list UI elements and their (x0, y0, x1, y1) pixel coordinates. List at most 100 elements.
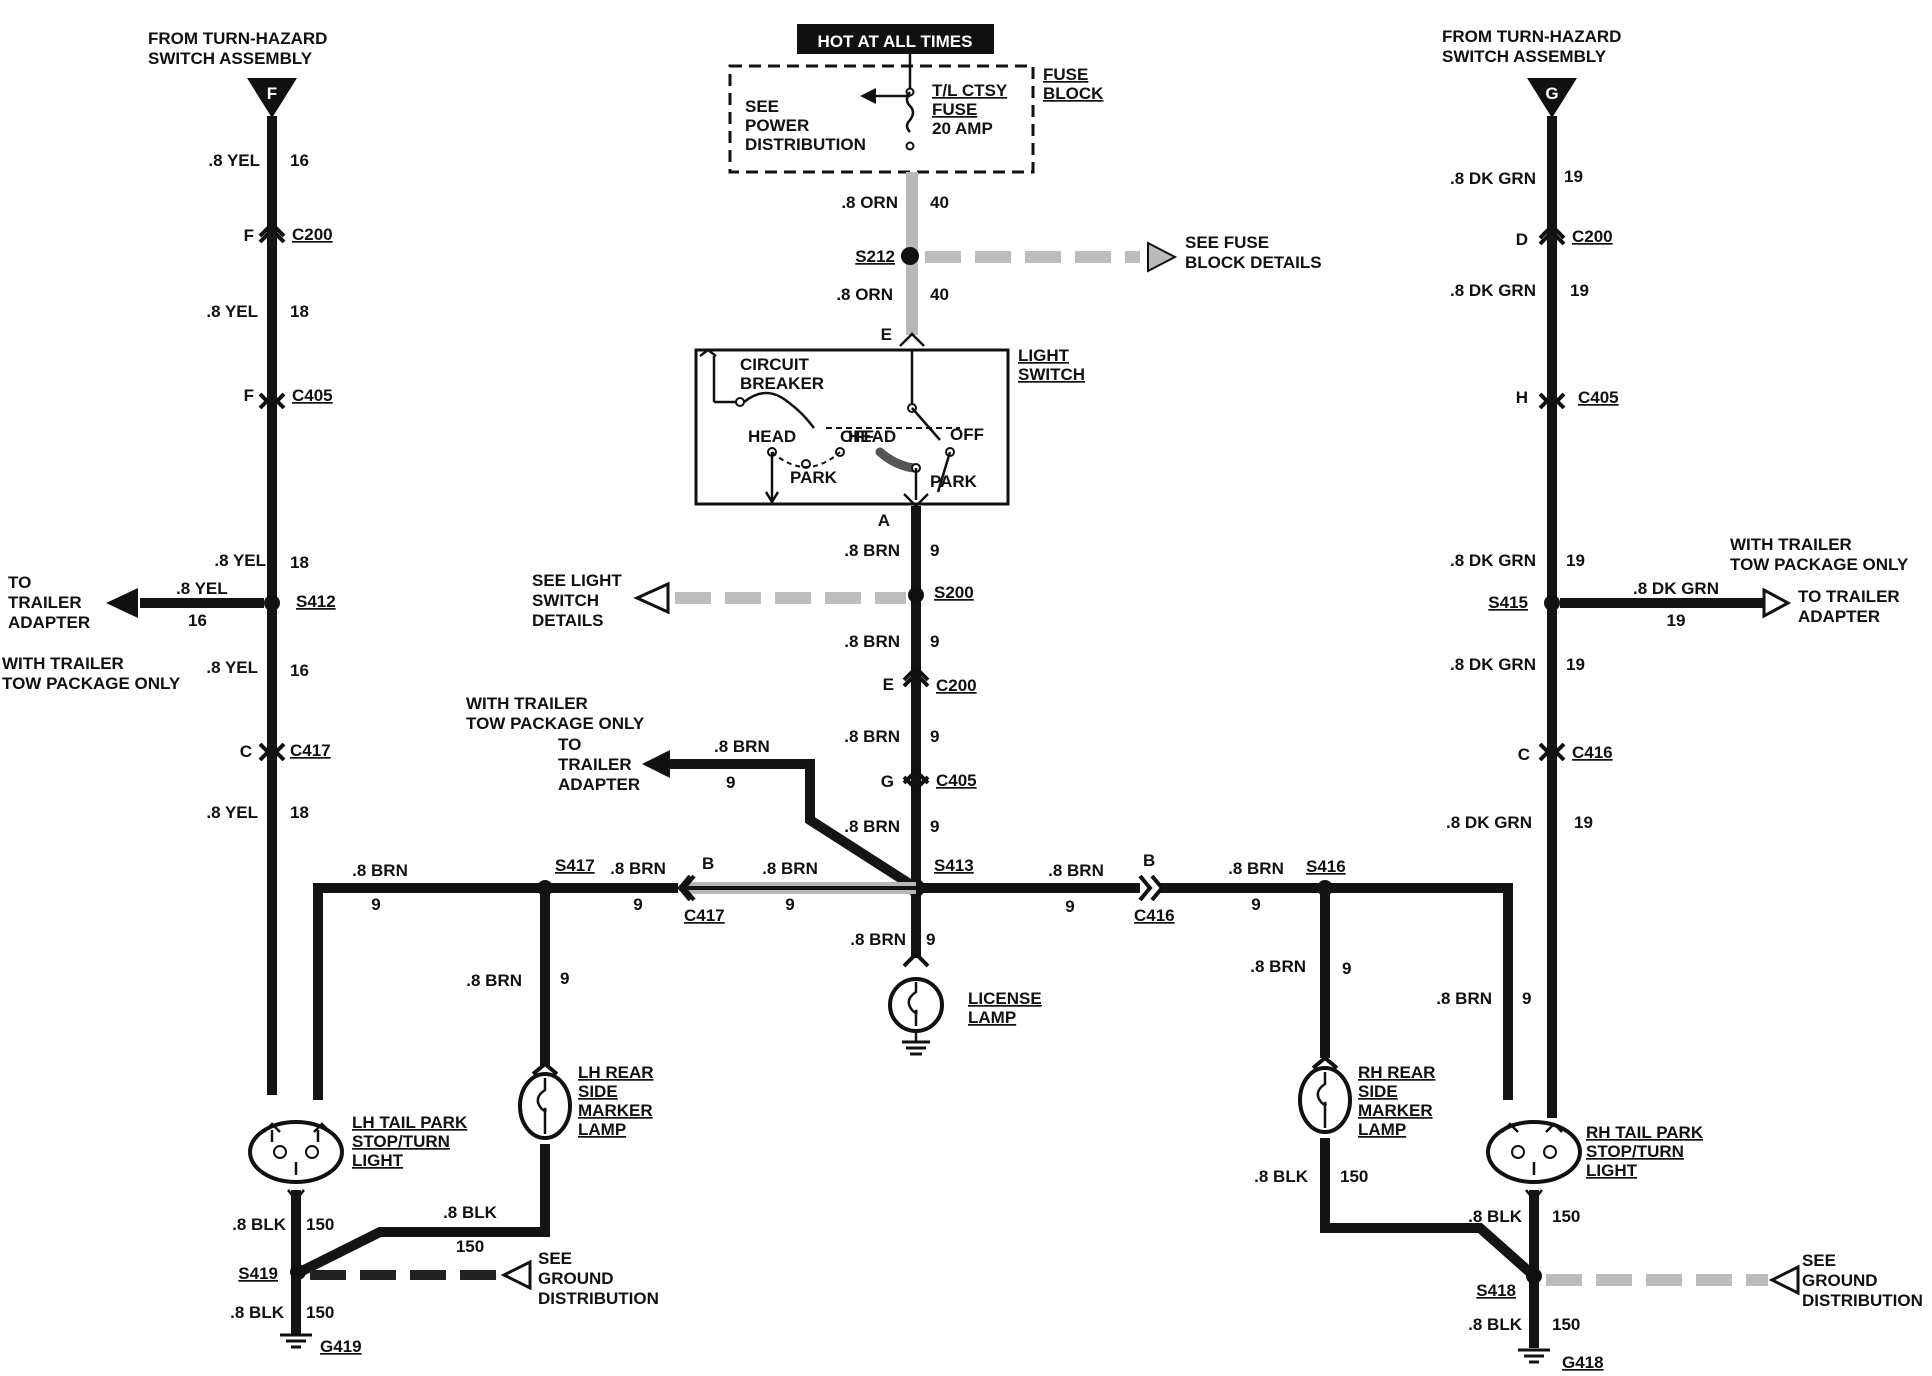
svg-text:.8 BRN: .8 BRN (1250, 957, 1306, 976)
svg-text:9: 9 (926, 930, 935, 949)
ground-right-1[interactable]: SEE (1802, 1251, 1836, 1270)
splice-s419 (290, 1264, 306, 1280)
svg-text:.8 BRN: .8 BRN (352, 861, 408, 880)
trailer-left-2: TRAILER (8, 593, 82, 612)
svg-text:SIDE: SIDE (1358, 1082, 1398, 1101)
svg-text:C: C (240, 742, 252, 761)
svg-text:S412: S412 (296, 592, 336, 611)
svg-text:LH TAIL PARK: LH TAIL PARK (352, 1113, 468, 1132)
svg-text:19: 19 (1667, 611, 1686, 630)
ground-right-2[interactable]: GROUND (1802, 1271, 1878, 1290)
fuse-label-3: 20 AMP (932, 119, 993, 138)
svg-text:C405: C405 (936, 771, 977, 790)
turn-hazard-left-2: SWITCH ASSEMBLY (148, 49, 313, 68)
svg-text:9: 9 (930, 817, 939, 836)
svg-text:LH REAR: LH REAR (578, 1063, 654, 1082)
trailer-right-2: ADAPTER (1798, 607, 1880, 626)
ground-left-3[interactable]: DISTRIBUTION (538, 1289, 659, 1308)
svg-text:.8 DK GRN: .8 DK GRN (1450, 169, 1536, 188)
svg-text:18: 18 (290, 302, 309, 321)
switch-details-2[interactable]: SWITCH (532, 591, 599, 610)
svg-text:RH REAR: RH REAR (1358, 1063, 1435, 1082)
power-distribution-2[interactable]: POWER (745, 116, 809, 135)
license-lamp-label-1: LICENSE (968, 989, 1042, 1008)
svg-text:TRAILER: TRAILER (558, 755, 632, 774)
power-distribution-1[interactable]: SEE (745, 97, 779, 116)
svg-text:LAMP: LAMP (578, 1120, 626, 1139)
svg-text:19: 19 (1570, 281, 1589, 300)
svg-text:19: 19 (1564, 167, 1583, 186)
switch-contact (875, 447, 919, 473)
fuse-details-1[interactable]: SEE FUSE (1185, 233, 1269, 252)
svg-text:19: 19 (1566, 551, 1585, 570)
svg-text:MARKER: MARKER (578, 1101, 653, 1120)
hot-banner: HOT AT ALL TIMES (818, 32, 973, 51)
lh-marker-lamp-icon (518, 1072, 572, 1140)
svg-text:19: 19 (1574, 813, 1593, 832)
c405-connector-center (902, 775, 930, 792)
svg-text:150: 150 (1552, 1207, 1580, 1226)
switch-details-3[interactable]: DETAILS (532, 611, 603, 630)
fuse-block-label-2: BLOCK (1043, 84, 1104, 103)
connector-g-triangle (1527, 78, 1577, 118)
svg-text:SIDE: SIDE (578, 1082, 618, 1101)
ground-left-2[interactable]: GROUND (538, 1269, 614, 1288)
svg-text:.8 BRN: .8 BRN (1228, 859, 1284, 878)
svg-text:150: 150 (1340, 1167, 1368, 1186)
svg-text:.8 BLK: .8 BLK (232, 1215, 287, 1234)
svg-text:.8 BLK: .8 BLK (1254, 1167, 1309, 1186)
svg-text:S419: S419 (238, 1264, 278, 1283)
arrow-left-icon (633, 581, 670, 615)
svg-text:G: G (1545, 84, 1558, 103)
svg-text:TOW PACKAGE ONLY: TOW PACKAGE ONLY (2, 674, 181, 693)
brn-lh-tail (313, 883, 545, 1100)
svg-text:RH TAIL PARK: RH TAIL PARK (1586, 1123, 1704, 1142)
svg-text:9: 9 (930, 541, 939, 560)
fuse-details-2[interactable]: BLOCK DETAILS (1185, 253, 1322, 272)
ground-left-1[interactable]: SEE (538, 1249, 572, 1268)
light-switch-title-1: LIGHT (1018, 346, 1070, 365)
switch-details-1[interactable]: SEE LIGHT (532, 571, 622, 590)
svg-text:9: 9 (785, 895, 794, 914)
svg-text:9: 9 (633, 895, 642, 914)
svg-text:9: 9 (930, 632, 939, 651)
svg-text:150: 150 (1552, 1315, 1580, 1334)
fuse-block-box (728, 64, 1035, 174)
svg-text:G: G (881, 772, 894, 791)
c200-connector-center (902, 671, 930, 688)
svg-text:C200: C200 (936, 676, 977, 695)
light-switch-title-2: SWITCH (1018, 365, 1085, 384)
svg-text:C416: C416 (1134, 906, 1175, 925)
splice-s200 (908, 587, 924, 603)
svg-text:9: 9 (726, 773, 735, 792)
svg-text:.8 BLK: .8 BLK (1468, 1207, 1523, 1226)
c417-connector-left (258, 742, 286, 759)
license-lamp-label-2: LAMP (968, 1008, 1016, 1027)
rh-marker-lamp-icon (1298, 1066, 1352, 1134)
svg-text:.8 BRN: .8 BRN (1048, 861, 1104, 880)
svg-text:C: C (1518, 745, 1530, 764)
svg-text:MARKER: MARKER (1358, 1101, 1433, 1120)
svg-text:S417: S417 (555, 856, 595, 875)
svg-text:C416: C416 (1572, 743, 1613, 762)
svg-text:H: H (1516, 388, 1528, 407)
arrow-left-icon (642, 750, 670, 778)
svg-text:9: 9 (371, 895, 380, 914)
svg-text:E: E (881, 325, 892, 344)
svg-text:.8 YEL: .8 YEL (176, 579, 228, 598)
trailer-left-1: TO (8, 573, 31, 592)
svg-text:.8 DK GRN: .8 DK GRN (1446, 813, 1532, 832)
ground-right-3[interactable]: DISTRIBUTION (1802, 1291, 1923, 1310)
svg-text:9: 9 (1251, 895, 1260, 914)
svg-text:B: B (1143, 851, 1155, 870)
power-distribution-3[interactable]: DISTRIBUTION (745, 135, 866, 154)
svg-text:E: E (883, 675, 894, 694)
turn-hazard-left-1: FROM TURN-HAZARD (148, 29, 327, 48)
svg-text:LIGHT: LIGHT (1586, 1161, 1638, 1180)
light-switch-box (694, 348, 1010, 506)
splice-s412 (264, 595, 280, 611)
c417-connector (681, 874, 696, 902)
svg-text:.8 ORN: .8 ORN (836, 285, 893, 304)
fuse-label-2: FUSE (932, 100, 977, 119)
